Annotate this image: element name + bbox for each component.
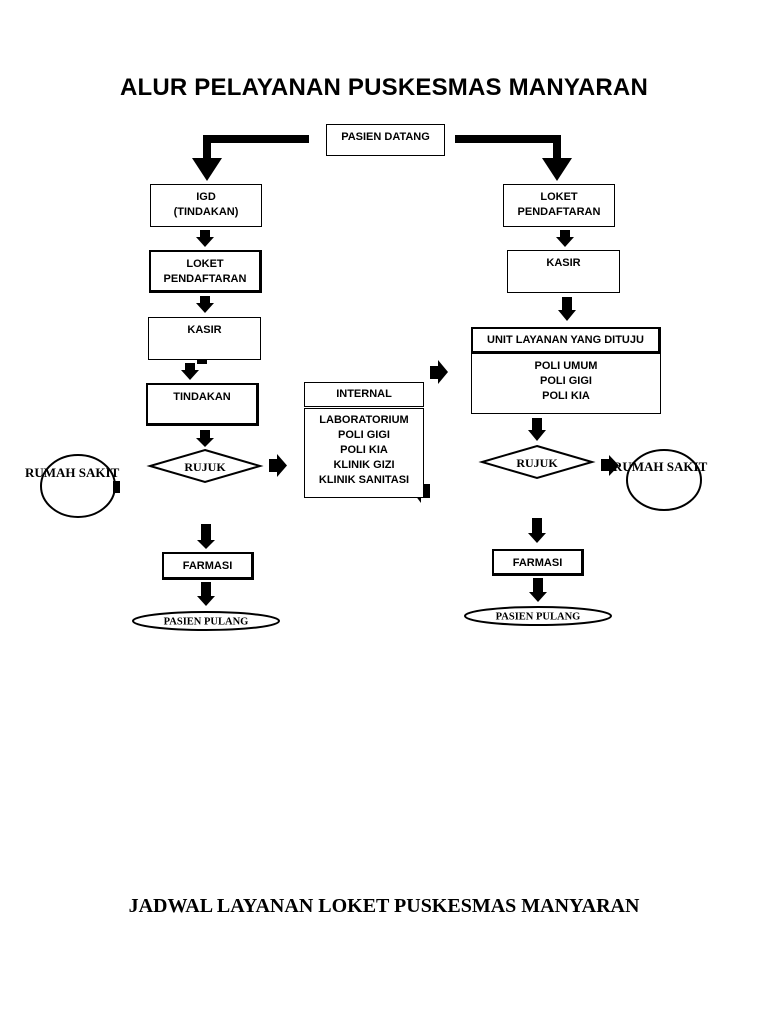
- pasien-pulang-left: PASIEN PULANG: [132, 611, 280, 631]
- arrow-right-icon: [269, 454, 287, 477]
- pasien-pulang-label: PASIEN PULANG: [164, 617, 249, 628]
- arrow-right-icon: [430, 360, 448, 384]
- box-label: LOKET: [186, 258, 224, 270]
- rumah-sakit-label-left: RUMAH SAKIT: [25, 465, 120, 480]
- box-label: LOKET: [540, 191, 578, 203]
- rujuk-label: RUJUK: [516, 456, 558, 470]
- box-label: PASIEN DATANG: [341, 131, 430, 143]
- igd-box: IGD (TINDAKAN): [150, 184, 262, 227]
- box-label: PENDAFTARAN: [163, 273, 247, 285]
- internal-list-box: LABORATORIUM POLI GIGI POLI KIA KLINIK G…: [304, 408, 424, 498]
- box-label: KASIR: [187, 324, 222, 336]
- loket-pendaftaran-box-right: LOKET PENDAFTARAN: [503, 184, 615, 227]
- kasir-box-left: KASIR: [148, 317, 261, 360]
- loket-pendaftaran-box-left: LOKET PENDAFTARAN: [149, 250, 262, 293]
- arrow-down-icon: [528, 418, 546, 441]
- arrow-down-icon: [196, 430, 214, 447]
- pasien-datang-box: PASIEN DATANG: [326, 124, 445, 156]
- list-item: POLI UMUM: [534, 360, 598, 372]
- arrow-down-icon: [181, 363, 199, 380]
- box-label: INTERNAL: [336, 388, 392, 400]
- box-label: PENDAFTARAN: [517, 206, 601, 218]
- top-connector-right: [455, 135, 572, 181]
- arrow-down-icon: [558, 297, 576, 321]
- arrow-down-icon: [197, 524, 215, 549]
- kasir-box-right: KASIR: [507, 250, 620, 293]
- arrow-down-icon: [556, 230, 574, 247]
- list-item: POLI KIA: [340, 444, 388, 456]
- list-item: KLINIK GIZI: [333, 459, 395, 471]
- arrow-stub-icon: [113, 481, 120, 493]
- internal-header-box: INTERNAL: [304, 382, 424, 407]
- rujuk-decision-left: RUJUK: [146, 448, 264, 484]
- pasien-pulang-right: PASIEN PULANG: [464, 606, 612, 626]
- box-label: FARMASI: [512, 557, 563, 569]
- box-label: TINDAKAN: [173, 391, 231, 403]
- list-item: POLI KIA: [542, 390, 590, 402]
- arrow-down-icon: [528, 518, 546, 543]
- rumah-sakit-label-right: RUMAH SAKIT: [613, 459, 708, 474]
- farmasi-box-right: FARMASI: [492, 549, 584, 576]
- top-connector-left: [192, 135, 309, 181]
- arrow-right-icon: [601, 455, 619, 476]
- farmasi-box-left: FARMASI: [162, 552, 254, 580]
- box-label: KASIR: [546, 257, 581, 269]
- rumah-sakit-circle-left: [40, 454, 116, 518]
- arrow-down-icon: [196, 230, 214, 247]
- box-label: UNIT LAYANAN YANG DITUJU: [487, 334, 644, 346]
- box-label: IGD: [196, 191, 216, 203]
- unit-layanan-header-box: UNIT LAYANAN YANG DITUJU: [471, 327, 661, 354]
- arrow-down-icon: [197, 582, 215, 606]
- footer-title: JADWAL LAYANAN LOKET PUSKESMAS MANYARAN: [128, 895, 640, 917]
- list-item: POLI GIGI: [338, 429, 390, 441]
- list-item: POLI GIGI: [540, 375, 592, 387]
- arrow-down-icon: [529, 578, 547, 602]
- unit-layanan-list-box: POLI UMUM POLI GIGI POLI KIA: [471, 353, 661, 414]
- tindakan-box: TINDAKAN: [146, 383, 259, 426]
- box-label: FARMASI: [182, 560, 233, 572]
- box-label: (TINDAKAN): [173, 206, 239, 218]
- list-item: KLINIK SANITASI: [318, 474, 410, 486]
- page-title: ALUR PELAYANAN PUSKESMAS MANYARAN: [119, 74, 648, 101]
- pasien-pulang-label: PASIEN PULANG: [496, 612, 581, 623]
- arrow-down-icon: [196, 296, 214, 313]
- rujuk-decision-right: RUJUK: [478, 444, 596, 480]
- rujuk-label: RUJUK: [184, 460, 226, 474]
- list-item: LABORATORIUM: [319, 414, 409, 426]
- rumah-sakit-circle-right: [626, 449, 702, 511]
